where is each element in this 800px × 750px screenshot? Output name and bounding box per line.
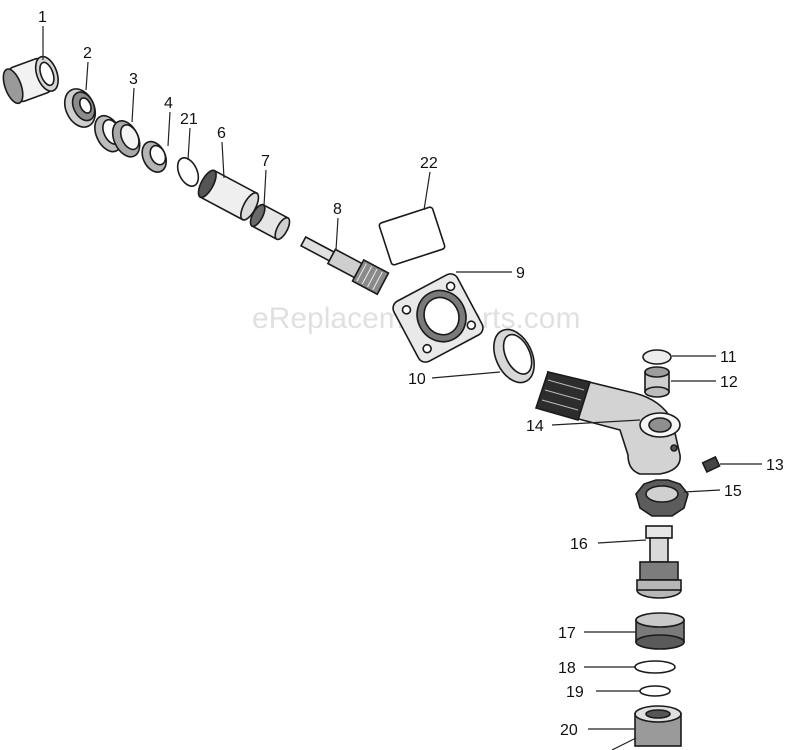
part-1-sleeve	[2, 55, 59, 105]
part-10-lock-ring	[493, 328, 535, 384]
leader-lines	[42, 26, 762, 750]
part-9-flange	[392, 273, 484, 363]
part-18-o-ring	[634, 660, 676, 674]
part-12-bushing	[644, 366, 670, 398]
callout-2: 2	[83, 45, 92, 62]
part-14-angle-housing	[534, 370, 681, 475]
callout-18: 18	[558, 660, 576, 677]
part-4-bearing	[141, 140, 168, 173]
part-7-bushing	[249, 203, 291, 241]
callout-11: 11	[720, 349, 737, 366]
callout-19: 19	[566, 684, 584, 701]
part-6-tube	[197, 169, 260, 221]
part-15-gear	[635, 479, 689, 517]
part-20-nut	[634, 705, 682, 747]
callout-14: 14	[526, 418, 544, 435]
callout-15: 15	[724, 483, 742, 500]
callout-17: 17	[558, 625, 576, 642]
part-3-bearing-pair	[94, 114, 141, 158]
callout-22: 22	[420, 155, 438, 172]
callout-3: 3	[129, 71, 138, 88]
part-22-clip	[378, 206, 446, 266]
part-19-o-ring	[639, 685, 671, 697]
callout-12: 12	[720, 374, 738, 391]
callout-4: 4	[164, 95, 173, 112]
part-17-bearing	[635, 612, 685, 650]
callout-8: 8	[333, 201, 342, 218]
callout-13: 13	[766, 457, 784, 474]
part-16-spindle	[636, 525, 682, 599]
callout-20: 20	[560, 722, 578, 739]
callout-9: 9	[516, 265, 525, 282]
part-8-shaft	[299, 235, 390, 296]
callout-21: 21	[180, 111, 198, 128]
part-11-cap	[642, 349, 672, 365]
callout-6: 6	[217, 125, 226, 142]
callout-10: 10	[408, 371, 426, 388]
part-13-set-screw	[701, 455, 721, 473]
part-21-snap-ring	[176, 157, 200, 187]
callout-7: 7	[261, 153, 270, 170]
callout-16: 16	[570, 536, 588, 553]
callout-1: 1	[38, 9, 47, 26]
callout-labels: 1 2 3 4 21 6 7 8 22 9 10 11 12 14 13 15 …	[38, 9, 784, 739]
part-2-bearing	[63, 88, 97, 128]
